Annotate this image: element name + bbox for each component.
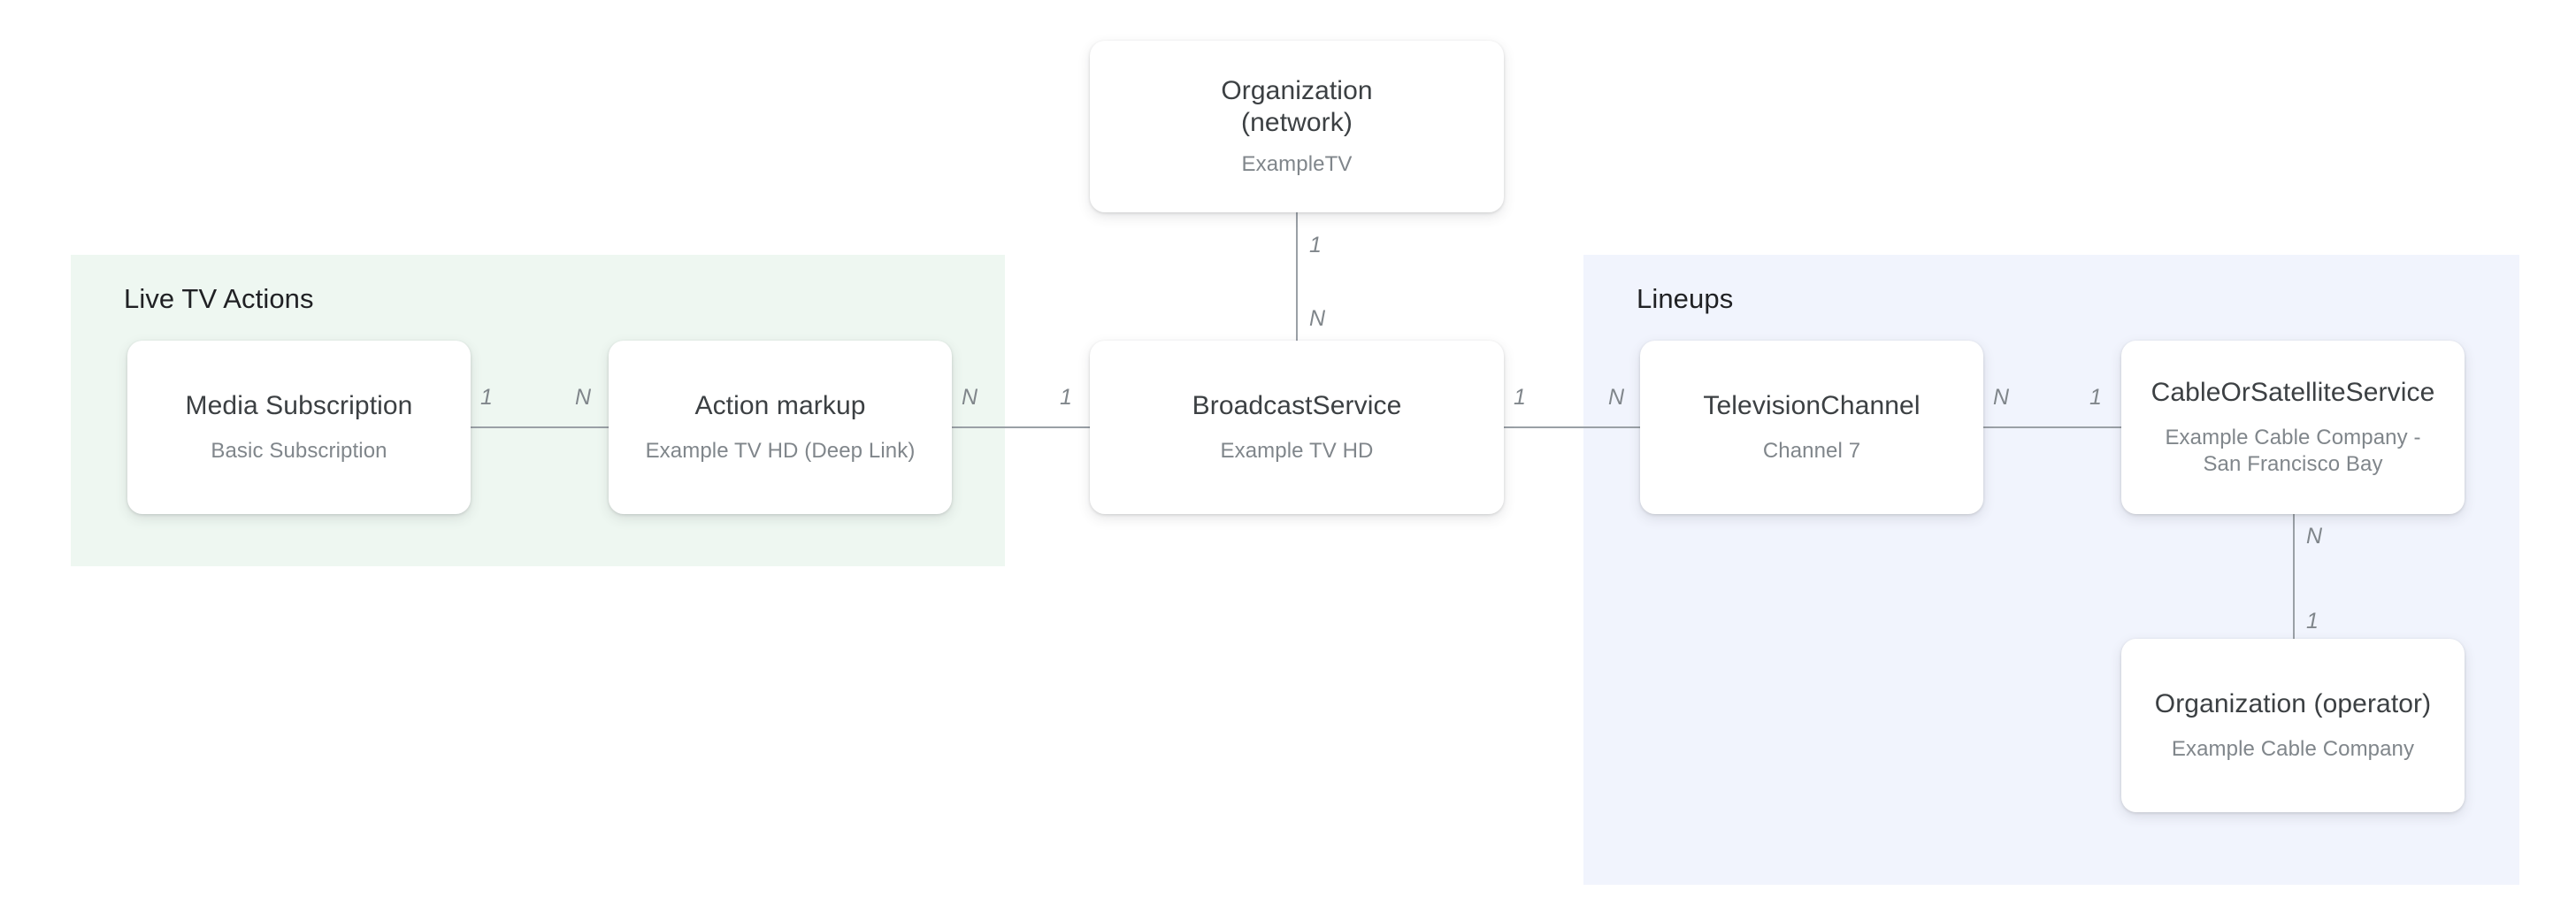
node-organization-network[interactable]: Organization (network) ExampleTV	[1090, 41, 1504, 212]
edge-line-tv-channel-to-cable-service	[1980, 426, 2125, 428]
node-title-action-markup: Action markup	[694, 391, 866, 420]
group-title-lineups: Lineups	[1637, 283, 1734, 314]
node-subtitle-broadcast-service: Example TV HD	[1220, 439, 1374, 463]
edge-label-tv-channel-to-cable-service-from: N	[1993, 385, 2010, 410]
node-media-subscription[interactable]: Media Subscription Basic Subscription	[127, 341, 471, 514]
node-subtitle-organization-network: ExampleTV	[1241, 152, 1353, 176]
edge-line-org-network-to-broadcast	[1296, 212, 1298, 341]
node-title-cable-or-satellite-service: CableOrSatelliteService	[2150, 378, 2435, 407]
node-subtitle-television-channel: Channel 7	[1762, 439, 1861, 463]
edge-label-broadcast-to-tv-channel-to: N	[1608, 385, 1625, 410]
node-title-organization-operator: Organization (operator)	[2154, 689, 2432, 718]
edge-line-cable-service-to-org-operator	[2293, 514, 2295, 639]
edge-label-cable-service-to-org-operator-to: 1	[2306, 609, 2319, 633]
edge-label-broadcast-to-tv-channel-from: 1	[1514, 385, 1526, 410]
node-title-television-channel: TelevisionChannel	[1703, 391, 1920, 420]
node-title-broadcast-service: BroadcastService	[1192, 391, 1402, 420]
node-cable-or-satellite-service[interactable]: CableOrSatelliteService Example Cable Co…	[2121, 341, 2465, 514]
edge-label-action-to-broadcast-to: 1	[1060, 385, 1072, 410]
node-broadcast-service[interactable]: BroadcastService Example TV HD	[1090, 341, 1504, 514]
edge-label-media-sub-to-action-to: N	[575, 385, 592, 410]
edge-label-tv-channel-to-cable-service-to: 1	[2089, 385, 2102, 410]
edge-label-action-to-broadcast-from: N	[962, 385, 978, 410]
node-action-markup[interactable]: Action markup Example TV HD (Deep Link)	[609, 341, 952, 514]
node-subtitle-organization-operator: Example Cable Company	[2171, 737, 2415, 761]
node-title-organization-network: Organization (network)	[1221, 76, 1373, 137]
node-subtitle-action-markup: Example TV HD (Deep Link)	[645, 439, 916, 463]
edge-label-org-network-to-broadcast-to: N	[1309, 306, 1326, 331]
node-organization-operator[interactable]: Organization (operator) Example Cable Co…	[2121, 639, 2465, 812]
edge-label-media-sub-to-action-from: 1	[480, 385, 493, 410]
node-subtitle-cable-or-satellite-service: Example Cable Company - San Francisco Ba…	[2165, 426, 2421, 476]
node-television-channel[interactable]: TelevisionChannel Channel 7	[1640, 341, 1983, 514]
group-title-live-tv-actions: Live TV Actions	[124, 283, 314, 314]
node-title-media-subscription: Media Subscription	[185, 391, 413, 420]
edge-line-media-sub-to-action	[467, 426, 612, 428]
edge-line-action-to-broadcast	[948, 426, 1093, 428]
edge-label-org-network-to-broadcast-from: 1	[1309, 233, 1322, 257]
node-subtitle-media-subscription: Basic Subscription	[211, 439, 387, 463]
edge-line-broadcast-to-tv-channel	[1500, 426, 1644, 428]
edge-label-cable-service-to-org-operator-from: N	[2306, 524, 2323, 549]
